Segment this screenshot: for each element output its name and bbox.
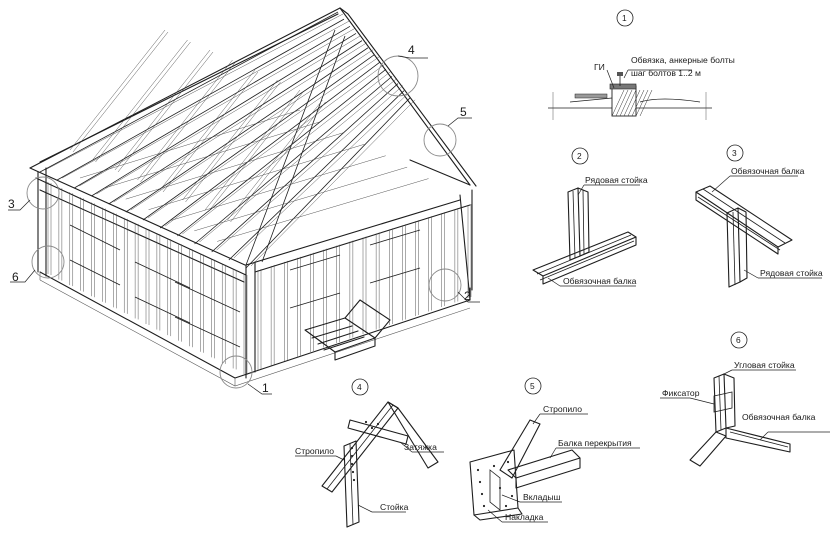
detail-4-tie — [347, 419, 409, 445]
detail-4-label-rafter: Стропило — [295, 446, 334, 456]
detail-6-label-fixator: Фиксатор — [662, 388, 700, 398]
rafter-6 — [142, 54, 375, 221]
house-callout-3: 3 — [8, 197, 15, 211]
detail-6-beam-left — [689, 431, 727, 467]
detail-3-marker — [726, 144, 744, 162]
detail-2-label-bottom: Обвязочная балка — [563, 276, 637, 286]
callout-circle-5 — [423, 123, 457, 157]
detail-4-label-post: Стойка — [380, 502, 409, 512]
detail-4-post — [343, 440, 360, 528]
rafter-10 — [211, 83, 399, 253]
ceiling-joist-0 — [79, 109, 301, 179]
detail-5-label-beam: Балка перекрытия — [558, 438, 632, 448]
detail-2-label-top: Рядовая стойка — [585, 175, 648, 185]
detail-2-marker — [571, 147, 589, 165]
rafter-5 — [125, 47, 369, 213]
ceiling-joist-4 — [171, 155, 386, 221]
house-callout-leaders — [8, 55, 480, 395]
house-isometric — [29, 7, 477, 387]
detail-5-rafter — [499, 419, 541, 479]
foundation-edge — [39, 271, 471, 379]
detail-2-number: 2 — [577, 151, 582, 161]
detail-4-rafter-right — [387, 401, 439, 469]
rafter-3 — [91, 33, 357, 197]
window-header-r-1 — [369, 229, 421, 246]
roof-brace-1 — [92, 39, 188, 161]
roof-brace-4 — [159, 69, 256, 191]
detail-1-label-line1: Обвязка, анкерные болты — [631, 55, 735, 65]
rafter-11 — [228, 90, 405, 261]
house-frame-members — [39, 11, 472, 375]
porch-steps — [304, 299, 391, 361]
detail-6-label-beam: Обвязочная балка — [742, 412, 816, 422]
rafter-7 — [159, 61, 381, 229]
house-callout-4: 4 — [408, 43, 415, 57]
rafter-4 — [108, 40, 363, 205]
eave-left — [29, 167, 246, 266]
detail-4-label-tie: Затяжка — [404, 442, 437, 452]
ceiling-joist-5 — [194, 166, 408, 232]
roof-brace-5 — [182, 79, 278, 201]
detail-5-insert — [489, 469, 501, 511]
detail-2: 2 Рядовая стойка Обвязочная балка — [532, 147, 648, 287]
detail-6-number: 6 — [736, 335, 741, 345]
window-header-1 — [134, 261, 191, 289]
detail-5-label-insert: Вкладыш — [523, 492, 561, 502]
roof-brace-3 — [137, 59, 233, 181]
ceiling-joist-2 — [125, 132, 343, 200]
detail-5-label-plate: Накладка — [505, 512, 544, 522]
rafter-2 — [74, 25, 351, 189]
detail-4: 4 Стропило Затяжка Стойка — [295, 378, 444, 528]
detail-3-beam — [695, 185, 793, 248]
detail-6-marker — [730, 331, 748, 349]
detail-6-beam-right — [725, 427, 791, 453]
detail-6: 6 Фиксатор Угловая стойка Обвязочная бал… — [660, 331, 830, 467]
detail-3-label-bottom: Рядовая стойка — [760, 268, 823, 278]
window-header-0 — [69, 224, 121, 251]
house-callout-5: 5 — [460, 105, 467, 119]
detail-1-number: 1 — [622, 13, 627, 23]
detail-1-marker — [616, 9, 634, 27]
callout-circle-3 — [26, 176, 60, 210]
window-header-r-0 — [289, 254, 341, 271]
house-callout-numbers: 4 5 3 6 2 1 — [8, 43, 471, 395]
house-callout-2: 2 — [464, 289, 471, 303]
house-callout-circles — [26, 55, 462, 389]
callout-circle-6 — [31, 245, 65, 279]
rafter-1 — [56, 18, 345, 181]
detail-1-footing — [611, 85, 637, 117]
house-callout-6: 6 — [12, 270, 19, 284]
detail-5-label-rafter: Стропило — [543, 404, 582, 414]
roof-brace-0 — [69, 29, 166, 151]
detail-5: 5 Стропило Балка перекрытия Вкладыш Накл… — [469, 377, 640, 523]
ceiling-joist-6 — [217, 178, 429, 242]
detail-5-number: 5 — [530, 381, 535, 391]
roof-brace-2 — [114, 49, 211, 171]
callout-circle-2 — [428, 268, 462, 302]
rafter-0 — [39, 11, 339, 173]
callout-circle-1 — [219, 355, 253, 389]
window-header-2 — [174, 281, 241, 313]
detail-1-label-gi: ГИ — [594, 62, 605, 72]
rafter-9 — [194, 76, 393, 245]
rafter-12 — [245, 97, 411, 269]
detail-3-number: 3 — [732, 148, 737, 158]
detail-1-label-line2: шаг болтов 1..2 м — [631, 68, 701, 78]
detail-5-marker — [524, 377, 542, 395]
detail-4-number: 4 — [357, 382, 362, 392]
detail-3: 3 Обвязочная балка Рядовая стойка — [695, 144, 823, 288]
ceiling-joist-3 — [148, 144, 365, 210]
detail-1: 1 ГИ Обвязка, анкерные болты шаг болтов … — [548, 9, 735, 120]
detail-6-fixator — [713, 391, 733, 413]
ceiling-joist-1 — [102, 121, 322, 189]
detail-6-label-corner: Угловая стойка — [734, 360, 795, 370]
detail-4-marker — [351, 378, 369, 396]
detail-3-label-top: Обвязочная балка — [731, 166, 805, 176]
house-callout-1: 1 — [262, 381, 269, 395]
roof-brace-7 — [227, 99, 323, 221]
roof-brace-6 — [204, 89, 301, 211]
